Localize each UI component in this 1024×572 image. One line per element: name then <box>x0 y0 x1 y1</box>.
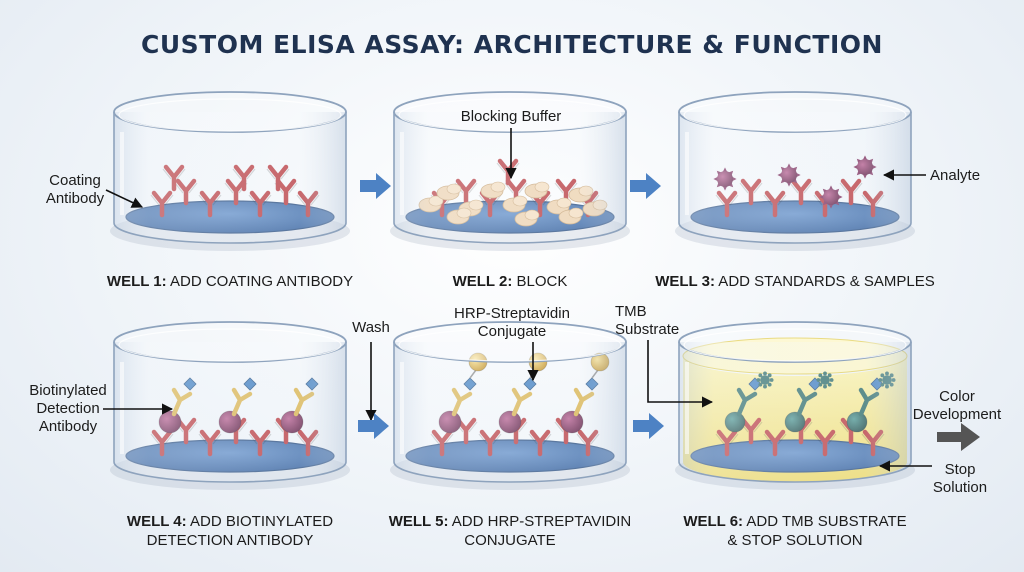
leader-lines <box>103 128 932 472</box>
callout-biotinylated: Biotinylated Detection Antibody <box>29 382 107 435</box>
hrp-line2: Conjugate <box>478 323 546 340</box>
callout-stop-solution: Stop Solution <box>933 461 987 496</box>
analyte-label: Analyte <box>930 167 980 184</box>
well-2 <box>390 91 630 251</box>
color-development-line1: Color <box>939 388 975 405</box>
well-2-caption-text: BLOCK <box>512 273 567 290</box>
well-rim <box>678 321 912 363</box>
stop-solution-line2: Solution <box>933 479 987 496</box>
well-4-caption-text: ADD BIOTINYLATED <box>187 513 334 530</box>
stop-solution-line1: Stop <box>945 461 976 478</box>
well-6-caption-text: ADD TMB SUBSTRATE <box>743 513 907 530</box>
well-4-caption-line2: DETECTION ANTIBODY <box>147 532 314 549</box>
flow-arrow-2-3 <box>630 173 661 199</box>
well-6-caption-line2: & STOP SOLUTION <box>727 532 862 549</box>
well-3-caption: WELL 3: ADD STANDARDS & SAMPLES <box>655 273 935 290</box>
well-5-caption: WELL 5: ADD HRP-STREPTAVIDIN <box>389 513 632 530</box>
hrp-line1: HRP-Streptavidin <box>454 305 570 322</box>
wells-layer <box>110 91 915 490</box>
flow-arrow-5-6 <box>633 413 664 439</box>
flow-arrows <box>358 173 980 451</box>
well-rim <box>393 91 627 133</box>
tmb-line2: Substrate <box>615 321 679 338</box>
color-development-arrow <box>937 423 980 451</box>
callout-color-development: Color Development <box>913 388 1002 423</box>
coating-antibody-pointer <box>105 189 144 208</box>
well-wall <box>113 342 347 483</box>
blocking-buffer-label: Blocking Buffer <box>461 108 562 125</box>
well-4 <box>110 321 350 490</box>
tmb-pointer <box>647 340 714 408</box>
well-2-caption-bold: WELL 2: <box>453 273 513 290</box>
well-rim <box>678 91 912 133</box>
well-1-caption: WELL 1: ADD COATING ANTIBODY <box>107 273 353 290</box>
flow-arrow-1-2 <box>360 173 391 199</box>
well-2-caption: WELL 2: BLOCK <box>453 273 568 290</box>
well-wall <box>113 112 347 244</box>
coating-antibody-line2: Antibody <box>46 190 105 207</box>
page-title: CUSTOM ELISA ASSAY: ARCHITECTURE & FUNCT… <box>141 30 883 59</box>
well-1-caption-text: ADD COATING ANTIBODY <box>167 273 353 290</box>
well-3-caption-bold: WELL 3: <box>655 273 715 290</box>
well-5-caption-bold: WELL 5: <box>389 513 449 530</box>
well-5 <box>390 321 630 490</box>
well-4-caption-bold: WELL 4: <box>127 513 187 530</box>
labels-layer: WELL 1: ADD COATING ANTIBODY WELL 2: BLOC… <box>107 273 935 549</box>
biotinylated-line2: Detection <box>36 400 99 417</box>
well-1 <box>110 91 350 251</box>
callout-tmb: TMB Substrate <box>615 303 679 338</box>
tmb-line1: TMB <box>615 303 647 320</box>
well-6-caption: WELL 6: ADD TMB SUBSTRATE <box>683 513 906 530</box>
coating-antibody-line1: Coating <box>49 172 101 189</box>
wash-label: Wash <box>352 319 390 336</box>
well-rim <box>113 91 347 133</box>
callout-hrp: HRP-Streptavidin Conjugate <box>454 305 570 340</box>
well-wall <box>678 112 912 244</box>
callout-coating-antibody: Coating Antibody <box>46 172 105 207</box>
well-3 <box>675 91 915 251</box>
well-rim <box>393 321 627 363</box>
flow-arrow-4-5 <box>358 413 389 439</box>
well-5-caption-line2: CONJUGATE <box>464 532 555 549</box>
biotinylated-line1: Biotinylated <box>29 382 107 399</box>
well-3-caption-text: ADD STANDARDS & SAMPLES <box>715 273 935 290</box>
well-6 <box>675 321 915 490</box>
well-4-caption: WELL 4: ADD BIOTINYLATED <box>127 513 333 530</box>
well-rim <box>113 321 347 363</box>
well-5-caption-text: ADD HRP-STREPTAVIDIN <box>448 513 631 530</box>
well-6-caption-bold: WELL 6: <box>683 513 743 530</box>
color-development-line2: Development <box>913 406 1002 423</box>
well-1-caption-bold: WELL 1: <box>107 273 167 290</box>
well-wall <box>678 342 912 483</box>
well-wall <box>393 342 627 483</box>
biotinylated-line3: Antibody <box>39 418 98 435</box>
